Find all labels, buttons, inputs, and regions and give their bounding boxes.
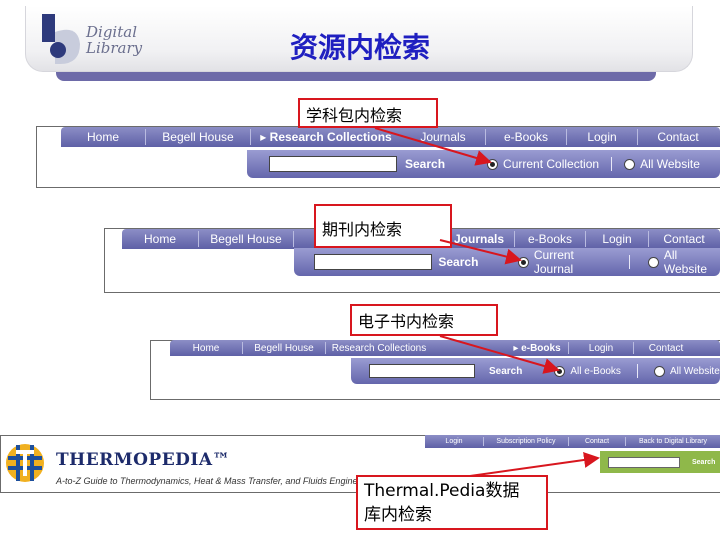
nav-research-collections[interactable]: Research Collections xyxy=(331,342,427,354)
nav-ebooks[interactable]: e-Books xyxy=(527,232,573,246)
nav-begell-house[interactable]: Begell House xyxy=(210,232,282,246)
all-website-label: All Website xyxy=(640,157,700,171)
journal-search-callout: 期刊内检索 xyxy=(314,204,452,248)
header-accent-bar xyxy=(56,72,656,81)
nav-begell-house[interactable]: Begell House xyxy=(254,342,314,354)
thermopedia-globe-icon xyxy=(6,444,44,482)
current-journal-radio[interactable] xyxy=(518,256,529,268)
thermopedia-nav: Login Subscription Policy Contact Back t… xyxy=(425,435,720,448)
nav-login[interactable]: Login xyxy=(602,232,632,246)
all-website-radio[interactable] xyxy=(624,158,636,170)
search-button[interactable]: Search xyxy=(489,365,523,377)
logo-b-icon xyxy=(42,14,80,64)
nav-journals[interactable]: Journals xyxy=(453,232,504,246)
ebook-search-callout: 电子书内检索 xyxy=(350,304,498,336)
panel3-nav: Home Begell House Research Collections ▸… xyxy=(170,340,720,356)
collection-search-callout: 学科包内检索 xyxy=(298,98,438,128)
nav-login[interactable]: Login xyxy=(588,342,614,354)
nav-login[interactable]: Login xyxy=(587,130,617,144)
page-title: 资源内检索 xyxy=(289,31,430,64)
thermopedia-search-callout: Thermal.Pedia数据 库内检索 xyxy=(356,475,548,530)
ebook-search-input[interactable] xyxy=(369,364,475,378)
nav-back-to-digital-library[interactable]: Back to Digital Library xyxy=(638,438,708,445)
thermopedia-subtitle: A-to-Z Guide to Thermodynamics, Heat & M… xyxy=(56,476,378,486)
current-collection-radio[interactable] xyxy=(487,158,499,170)
nav-home[interactable]: Home xyxy=(192,342,220,354)
thermopedia-search-input[interactable] xyxy=(608,456,680,468)
logo-text: Digital Library xyxy=(86,23,143,57)
nav-ebooks[interactable]: e-Books xyxy=(503,130,549,144)
current-journal-label: Current Journal xyxy=(533,248,574,276)
all-ebooks-label: All e-Books xyxy=(570,365,621,377)
panel1-searchbar: Search Current Collection All Website xyxy=(247,150,720,178)
collection-search-input[interactable] xyxy=(269,156,397,172)
nav-home[interactable]: Home xyxy=(143,232,176,246)
nav-home[interactable]: Home xyxy=(86,130,119,144)
current-collection-label: Current Collection xyxy=(503,157,600,171)
thermopedia-searchbar: Search xyxy=(600,451,720,473)
nav-contact[interactable]: Contact xyxy=(648,342,684,354)
nav-contact[interactable]: Contact xyxy=(663,232,705,246)
panel1-nav: Home Begell House ▸ Research Collections… xyxy=(61,127,720,147)
panel2-searchbar: Search Current Journal All Website xyxy=(294,248,720,276)
nav-research-collections[interactable]: ▸ Research Collections xyxy=(260,130,392,144)
digital-library-logo[interactable] xyxy=(38,10,148,70)
thermopedia-logo[interactable] xyxy=(4,440,46,486)
nav-contact[interactable]: Contact xyxy=(584,438,610,445)
nav-begell-house[interactable]: Begell House xyxy=(162,130,234,144)
all-website-radio[interactable] xyxy=(653,365,665,377)
search-button[interactable]: Search xyxy=(438,255,479,269)
all-website-radio[interactable] xyxy=(648,256,659,268)
panel3-searchbar: Search All e-Books All Website xyxy=(351,358,720,384)
thermopedia-title: THERMOPEDIA™ xyxy=(56,450,231,470)
header-banner xyxy=(25,6,693,72)
nav-journals[interactable]: Journals xyxy=(420,130,466,144)
all-website-label: All Website xyxy=(669,365,720,377)
all-website-label: All Website xyxy=(663,248,708,276)
nav-ebooks[interactable]: ▸ e-Books xyxy=(513,342,561,354)
journal-search-input[interactable] xyxy=(314,254,433,270)
nav-contact[interactable]: Contact xyxy=(657,130,699,144)
search-button[interactable]: Search xyxy=(692,458,716,466)
nav-login[interactable]: Login xyxy=(445,438,463,445)
search-button[interactable]: Search xyxy=(405,157,446,171)
all-ebooks-radio[interactable] xyxy=(554,365,566,377)
nav-subscription-policy[interactable]: Subscription Policy xyxy=(496,438,556,445)
